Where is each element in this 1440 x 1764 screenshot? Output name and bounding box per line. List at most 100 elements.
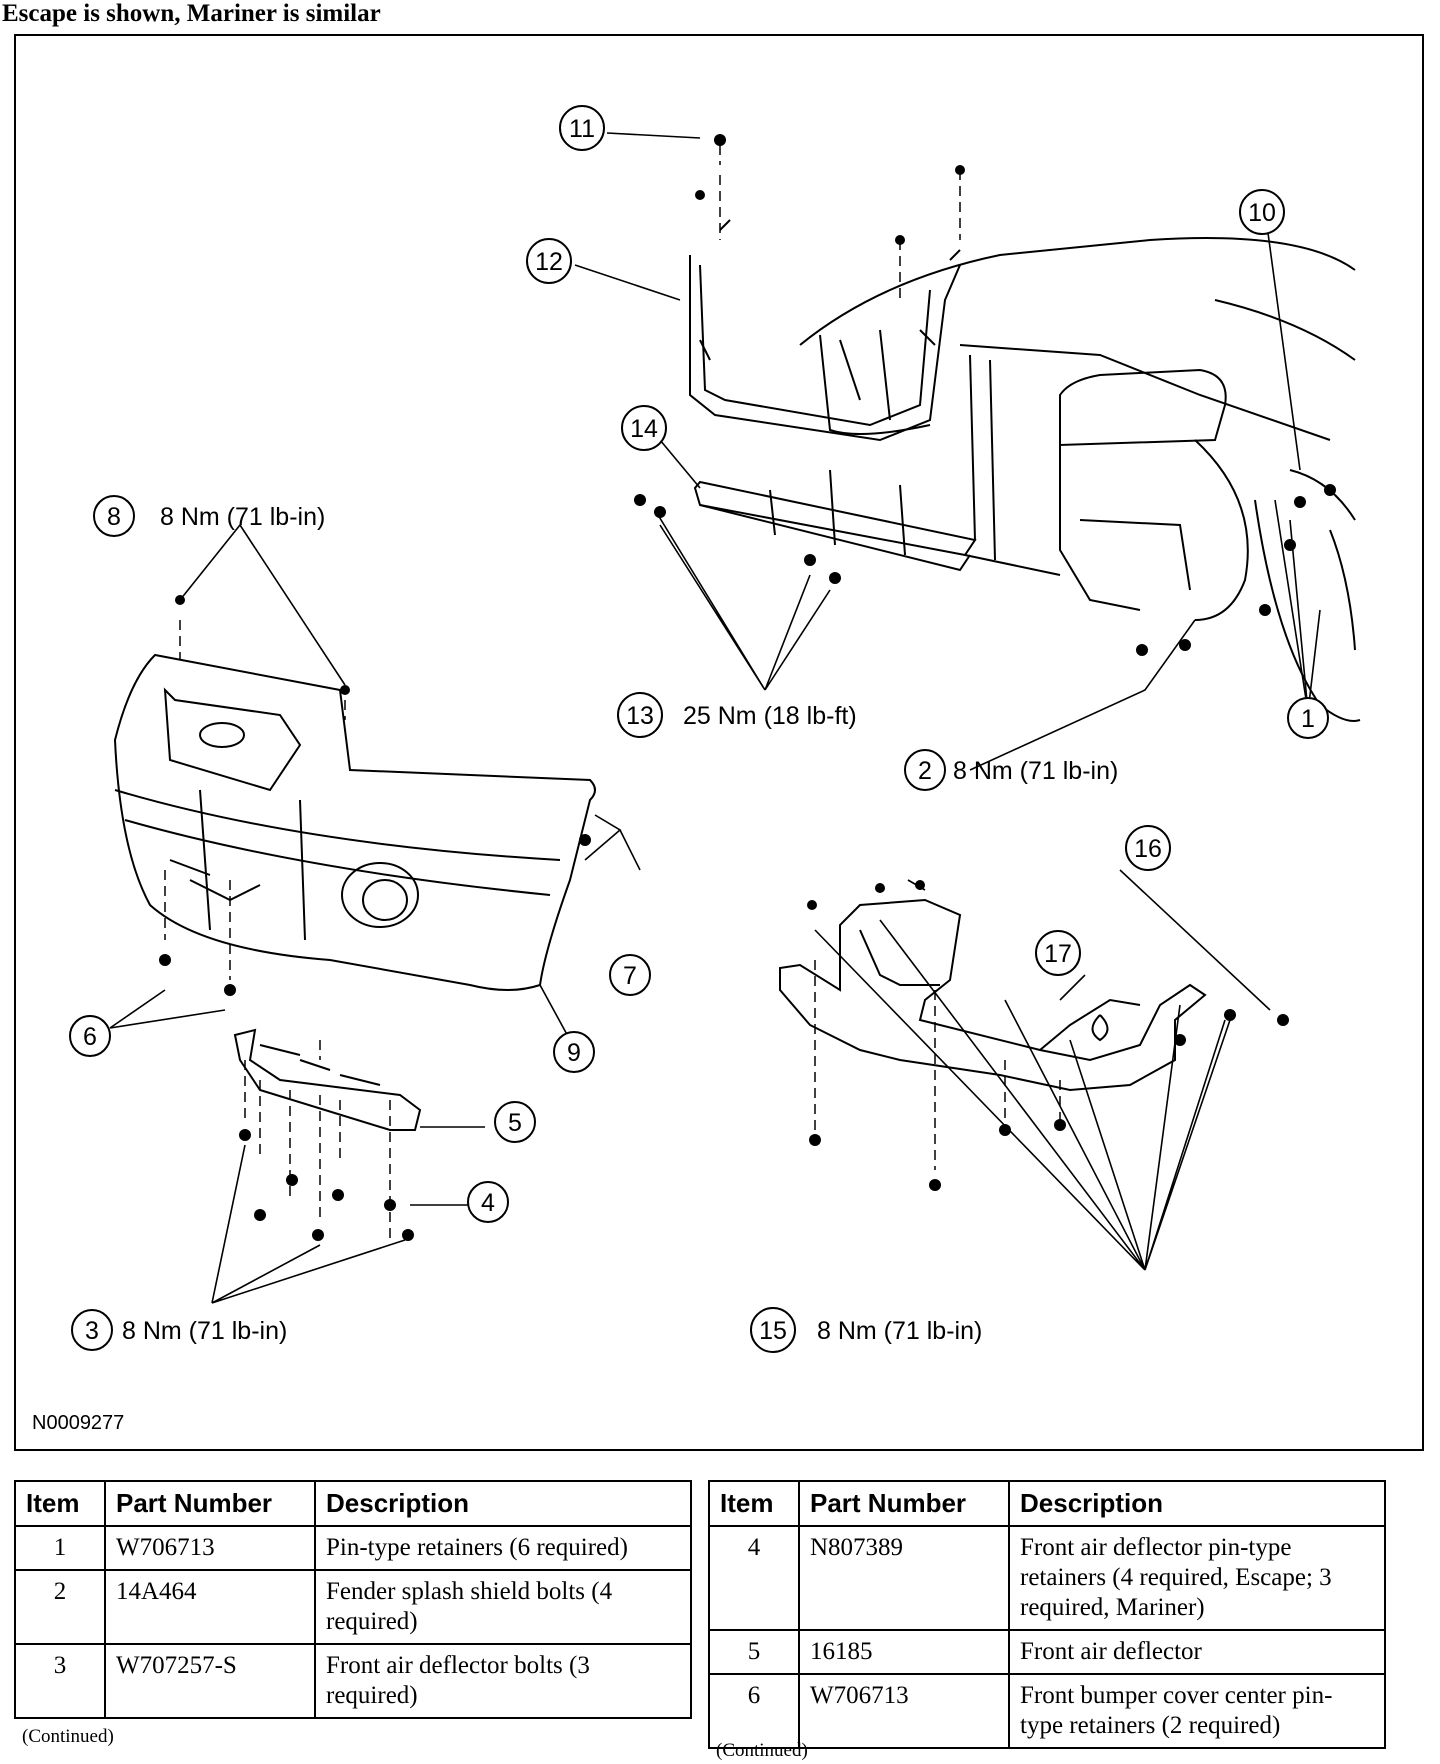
bumper-beam-14 [693, 469, 1061, 576]
cell-item: 4 [708, 1525, 800, 1631]
svg-text:12: 12 [535, 248, 563, 276]
fastener-icon [915, 880, 925, 890]
fastener-icon [875, 883, 885, 893]
fastener-icon [1224, 1009, 1236, 1021]
page-header: Escape is shown, Mariner is similar [2, 0, 381, 27]
cell-part: 16185 [798, 1629, 1010, 1675]
fastener-icon [1324, 484, 1336, 496]
fastener-icon [340, 685, 350, 695]
callout-14: 14 [621, 405, 667, 451]
bumper-cover-9 [113, 653, 596, 991]
fastener-icon [175, 595, 185, 605]
fastener-icon [829, 572, 841, 584]
parts-table-right: Item Part Number Description 4 N807389 F… [708, 1480, 1386, 1749]
fastener-icon [809, 1134, 821, 1146]
upper-bracket-12 [689, 219, 961, 442]
fastener-icon [1136, 644, 1148, 656]
svg-text:16: 16 [1134, 835, 1162, 863]
svg-text:8 Nm (71 lb-in): 8 Nm (71 lb-in) [122, 1317, 287, 1345]
continued-note-left: (Continued) [22, 1726, 114, 1747]
callout-15: 15 8 Nm (71 lb-in) [750, 1307, 982, 1353]
callout-10: 10 [1239, 189, 1285, 235]
diagram-frame [14, 34, 1424, 1451]
air-deflector-5 [233, 1028, 422, 1131]
fastener-icon [929, 1179, 941, 1191]
table-header-row: Item Part Number Description [708, 1480, 1386, 1527]
figure-id: N0009277 [32, 1412, 125, 1434]
fastener-icon [955, 165, 965, 175]
fastener-icon [579, 834, 591, 846]
cell-desc: Front air deflector pin-type retainers (… [1008, 1525, 1386, 1631]
cell-item: 2 [14, 1569, 106, 1645]
cell-part: W706713 [798, 1673, 1010, 1749]
fastener-icon [224, 984, 236, 996]
leader-lines [109, 132, 1321, 1304]
callout-9: 9 [553, 1031, 595, 1073]
svg-text:15: 15 [759, 1317, 787, 1345]
cell-item: 3 [14, 1643, 106, 1719]
table-row: 6 W706713 Front bumper cover center pin-… [708, 1673, 1386, 1749]
cell-item: 6 [708, 1673, 800, 1749]
callout-2: 2 8 Nm (71 lb-in) [904, 749, 1118, 791]
fastener-icon [312, 1229, 324, 1241]
cell-item: 1 [14, 1525, 106, 1571]
col-header-item: Item [14, 1480, 106, 1527]
cell-part: W706713 [104, 1525, 316, 1571]
fastener-icon [402, 1229, 414, 1241]
svg-text:6: 6 [83, 1023, 97, 1051]
callout-17: 17 [1035, 930, 1081, 976]
fastener-icon [1277, 1014, 1289, 1026]
callout-3: 3 8 Nm (71 lb-in) [71, 1309, 287, 1351]
cell-desc: Front bumper cover center pin-type retai… [1008, 1673, 1386, 1749]
col-header-item: Item [708, 1480, 800, 1527]
fastener-icon [1174, 1034, 1186, 1046]
cell-desc: Pin-type retainers (6 required) [314, 1525, 692, 1571]
line-art [109, 132, 1361, 1304]
svg-text:8 Nm (71 lb-in): 8 Nm (71 lb-in) [160, 503, 325, 531]
svg-text:17: 17 [1044, 940, 1072, 968]
cell-desc: Front air deflector bolts (3 required) [314, 1643, 692, 1719]
fastener-icon [332, 1189, 344, 1201]
fastener-icon [895, 235, 905, 245]
col-header-desc: Description [1008, 1480, 1386, 1527]
svg-text:8: 8 [107, 503, 121, 531]
svg-text:8 Nm (71 lb-in): 8 Nm (71 lb-in) [817, 1317, 982, 1345]
svg-text:5: 5 [508, 1109, 522, 1137]
cell-part: W707257-S [104, 1643, 316, 1719]
svg-text:9: 9 [567, 1039, 581, 1067]
callout-12: 12 [526, 238, 572, 284]
fastener-icon [1294, 496, 1306, 508]
callout-6: 6 [69, 1015, 111, 1057]
fastener-icon [634, 494, 646, 506]
fastener-icon [1284, 539, 1296, 551]
callout-11: 11 [559, 105, 605, 151]
fastener-icon [654, 506, 666, 518]
col-header-part: Part Number [104, 1480, 316, 1527]
continued-note-right: (Continued) [716, 1740, 808, 1761]
svg-text:3: 3 [85, 1317, 99, 1345]
col-header-desc: Description [314, 1480, 692, 1527]
vehicle-front-structure [799, 237, 1361, 722]
callout-16: 16 [1125, 825, 1171, 871]
fastener-icon [804, 554, 816, 566]
fastener-icon [1259, 604, 1271, 616]
svg-text:7: 7 [623, 962, 637, 990]
svg-text:8 Nm (71 lb-in): 8 Nm (71 lb-in) [953, 757, 1118, 785]
svg-text:13: 13 [626, 702, 654, 730]
table-row: 4 N807389 Front air deflector pin-type r… [708, 1525, 1386, 1631]
fastener-icon [254, 1209, 266, 1221]
cell-desc: Fender splash shield bolts (4 required) [314, 1569, 692, 1645]
svg-text:14: 14 [630, 415, 658, 443]
svg-text:10: 10 [1248, 199, 1276, 227]
svg-text:2: 2 [918, 757, 932, 785]
fastener-icon [714, 134, 726, 146]
callout-1: 1 [1287, 697, 1329, 739]
svg-text:4: 4 [481, 1189, 495, 1217]
fastener-icon [384, 1199, 396, 1211]
fastener-icon [239, 1129, 251, 1141]
fastener-icon [695, 190, 705, 200]
table-row: 1 W706713 Pin-type retainers (6 required… [14, 1525, 692, 1571]
callout-4: 4 [467, 1181, 509, 1223]
fasteners [159, 134, 1336, 1241]
